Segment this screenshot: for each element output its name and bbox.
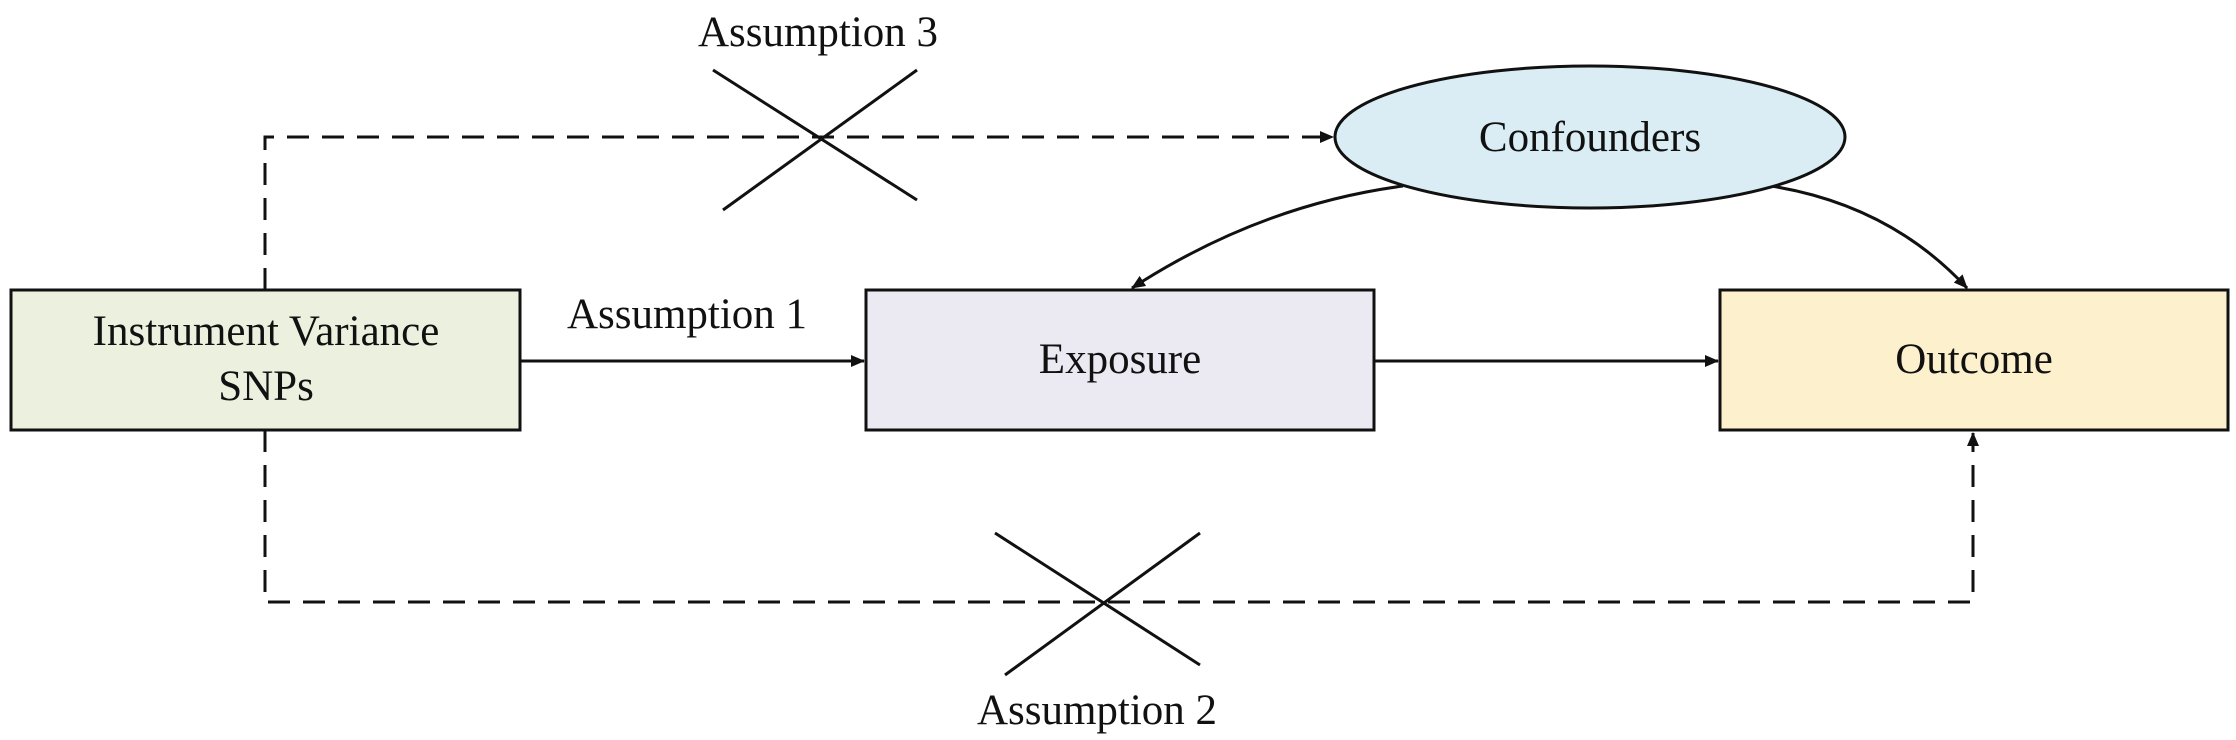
- cross-mark-assumption-2: [994, 531, 1201, 677]
- cross-mark-assumption-3: [712, 68, 918, 212]
- exposure-node: Exposure: [864, 288, 1376, 432]
- arrow-confounders-to-exposure: [1131, 184, 1404, 290]
- dashed-arrow-instrument-to-outcome: [263, 430, 1979, 604]
- instrument-label-line1: Instrument Variance: [93, 308, 440, 355]
- exposure-box: [864, 288, 1376, 432]
- confounders-label: Confounders: [1479, 114, 1701, 161]
- assumption-2-label: Assumption 2: [977, 687, 1217, 734]
- arrow-confounders-to-outcome: [1770, 184, 1969, 290]
- exposure-label: Exposure: [1039, 336, 1201, 383]
- instrument-node: Instrument Variance SNPs: [9, 288, 522, 432]
- dashed-arrow-instrument-to-confounders: [263, 131, 1334, 290]
- confounders-ellipse: [1333, 64, 1847, 210]
- assumption-3-label: Assumption 3: [698, 9, 938, 56]
- outcome-node: Outcome: [1718, 288, 2230, 432]
- confounders-node: Confounders: [1333, 64, 1847, 210]
- outcome-label: Outcome: [1895, 336, 2053, 383]
- outcome-box: [1718, 288, 2230, 432]
- instrument-label-line2: SNPs: [218, 363, 314, 410]
- instrument-box: [9, 288, 522, 432]
- assumption-1-label: Assumption 1: [567, 291, 807, 338]
